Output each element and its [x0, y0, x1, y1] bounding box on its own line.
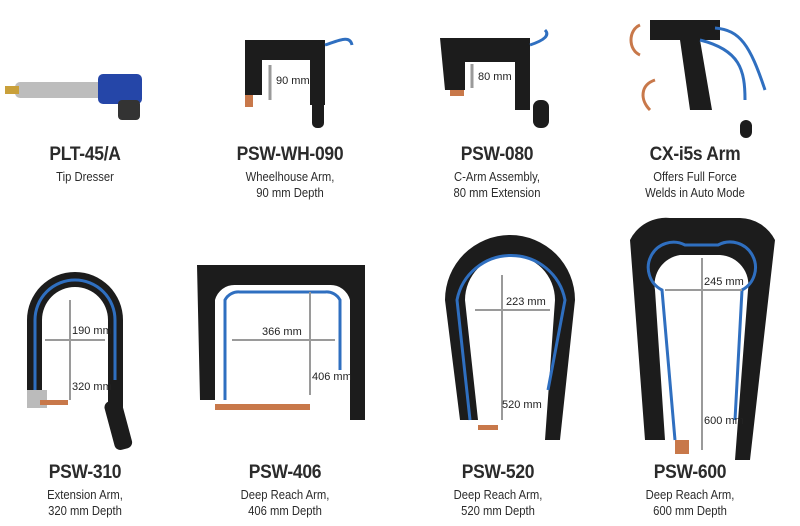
product-name: PSW-600: [653, 462, 727, 483]
psw-wh-090-image: 90 mm: [245, 37, 354, 128]
product-card-plt-45a: PLT-45/A Tip Dresser: [0, 144, 185, 185]
dimension-label: 600 mm: [704, 415, 744, 427]
product-desc-line: Deep Reach Arm,: [645, 488, 735, 502]
dimension-label: 245 mm: [704, 276, 744, 288]
product-desc-line: 406 mm Depth: [248, 504, 322, 518]
product-name: PSW-WH-090: [236, 144, 344, 165]
product-desc-line: Wheelhouse Arm,: [245, 170, 335, 184]
product-name: PSW-310: [48, 462, 122, 483]
product-name: CX-i5s Arm: [649, 144, 741, 165]
dimension-label: 90 mm: [276, 75, 310, 87]
product-desc-line: Tip Dresser: [56, 170, 114, 184]
product-desc-line: 80 mm Extension: [453, 186, 541, 200]
product-desc-line: 90 mm Depth: [256, 186, 324, 200]
product-card-psw-080: PSW-080 C-Arm Assembly, 80 mm Extension: [397, 144, 597, 201]
product-name: PSW-080: [460, 144, 534, 165]
psw-406-image: 366 mm 406 mm: [197, 265, 365, 420]
product-desc-line: Extension Arm,: [47, 488, 123, 502]
product-card-psw-406: PSW-406 Deep Reach Arm, 406 mm Depth: [185, 462, 385, 519]
cx-i5s-image: [629, 20, 767, 138]
product-desc-line: Deep Reach Arm,: [240, 488, 330, 502]
dimension-label: 223 mm: [506, 296, 546, 308]
product-desc-line: C-Arm Assembly,: [453, 170, 541, 184]
product-desc-line: Deep Reach Arm,: [453, 488, 543, 502]
dimension-label: 366 mm: [262, 326, 302, 338]
dimension-label: 406 mm: [312, 371, 352, 383]
dimension-label: 320 mm: [72, 381, 112, 393]
product-card-psw-600: PSW-600 Deep Reach Arm, 600 mm Depth: [590, 462, 790, 519]
tip-dresser-image: [5, 74, 142, 120]
product-card-cx-i5s: CX-i5s Arm Offers Full Force Welds in Au…: [595, 144, 795, 201]
dimension-label: 80 mm: [478, 71, 512, 83]
psw-600-image: 245 mm 600 mm: [630, 217, 775, 460]
product-desc-line: Welds in Auto Mode: [645, 186, 745, 200]
product-card-psw-520: PSW-520 Deep Reach Arm, 520 mm Depth: [398, 462, 598, 519]
product-desc-line: 600 mm Depth: [653, 504, 727, 518]
product-name: PSW-520: [461, 462, 535, 483]
dimension-label: 190 mm: [72, 325, 112, 337]
psw-080-image: 80 mm: [440, 28, 549, 128]
psw-520-image: 223 mm 520 mm: [445, 235, 575, 440]
product-desc-line: 320 mm Depth: [48, 504, 122, 518]
product-name: PSW-406: [248, 462, 322, 483]
product-name: PLT-45/A: [49, 144, 121, 165]
psw-310-image: 190 mm 320 mm: [27, 272, 133, 450]
product-card-psw-310: PSW-310 Extension Arm, 320 mm Depth: [0, 462, 185, 519]
product-desc-line: Offers Full Force: [653, 170, 737, 184]
product-desc-line: 520 mm Depth: [461, 504, 535, 518]
product-card-psw-wh-090: PSW-WH-090 Wheelhouse Arm, 90 mm Depth: [190, 144, 390, 201]
dimension-label: 520 mm: [502, 399, 542, 411]
